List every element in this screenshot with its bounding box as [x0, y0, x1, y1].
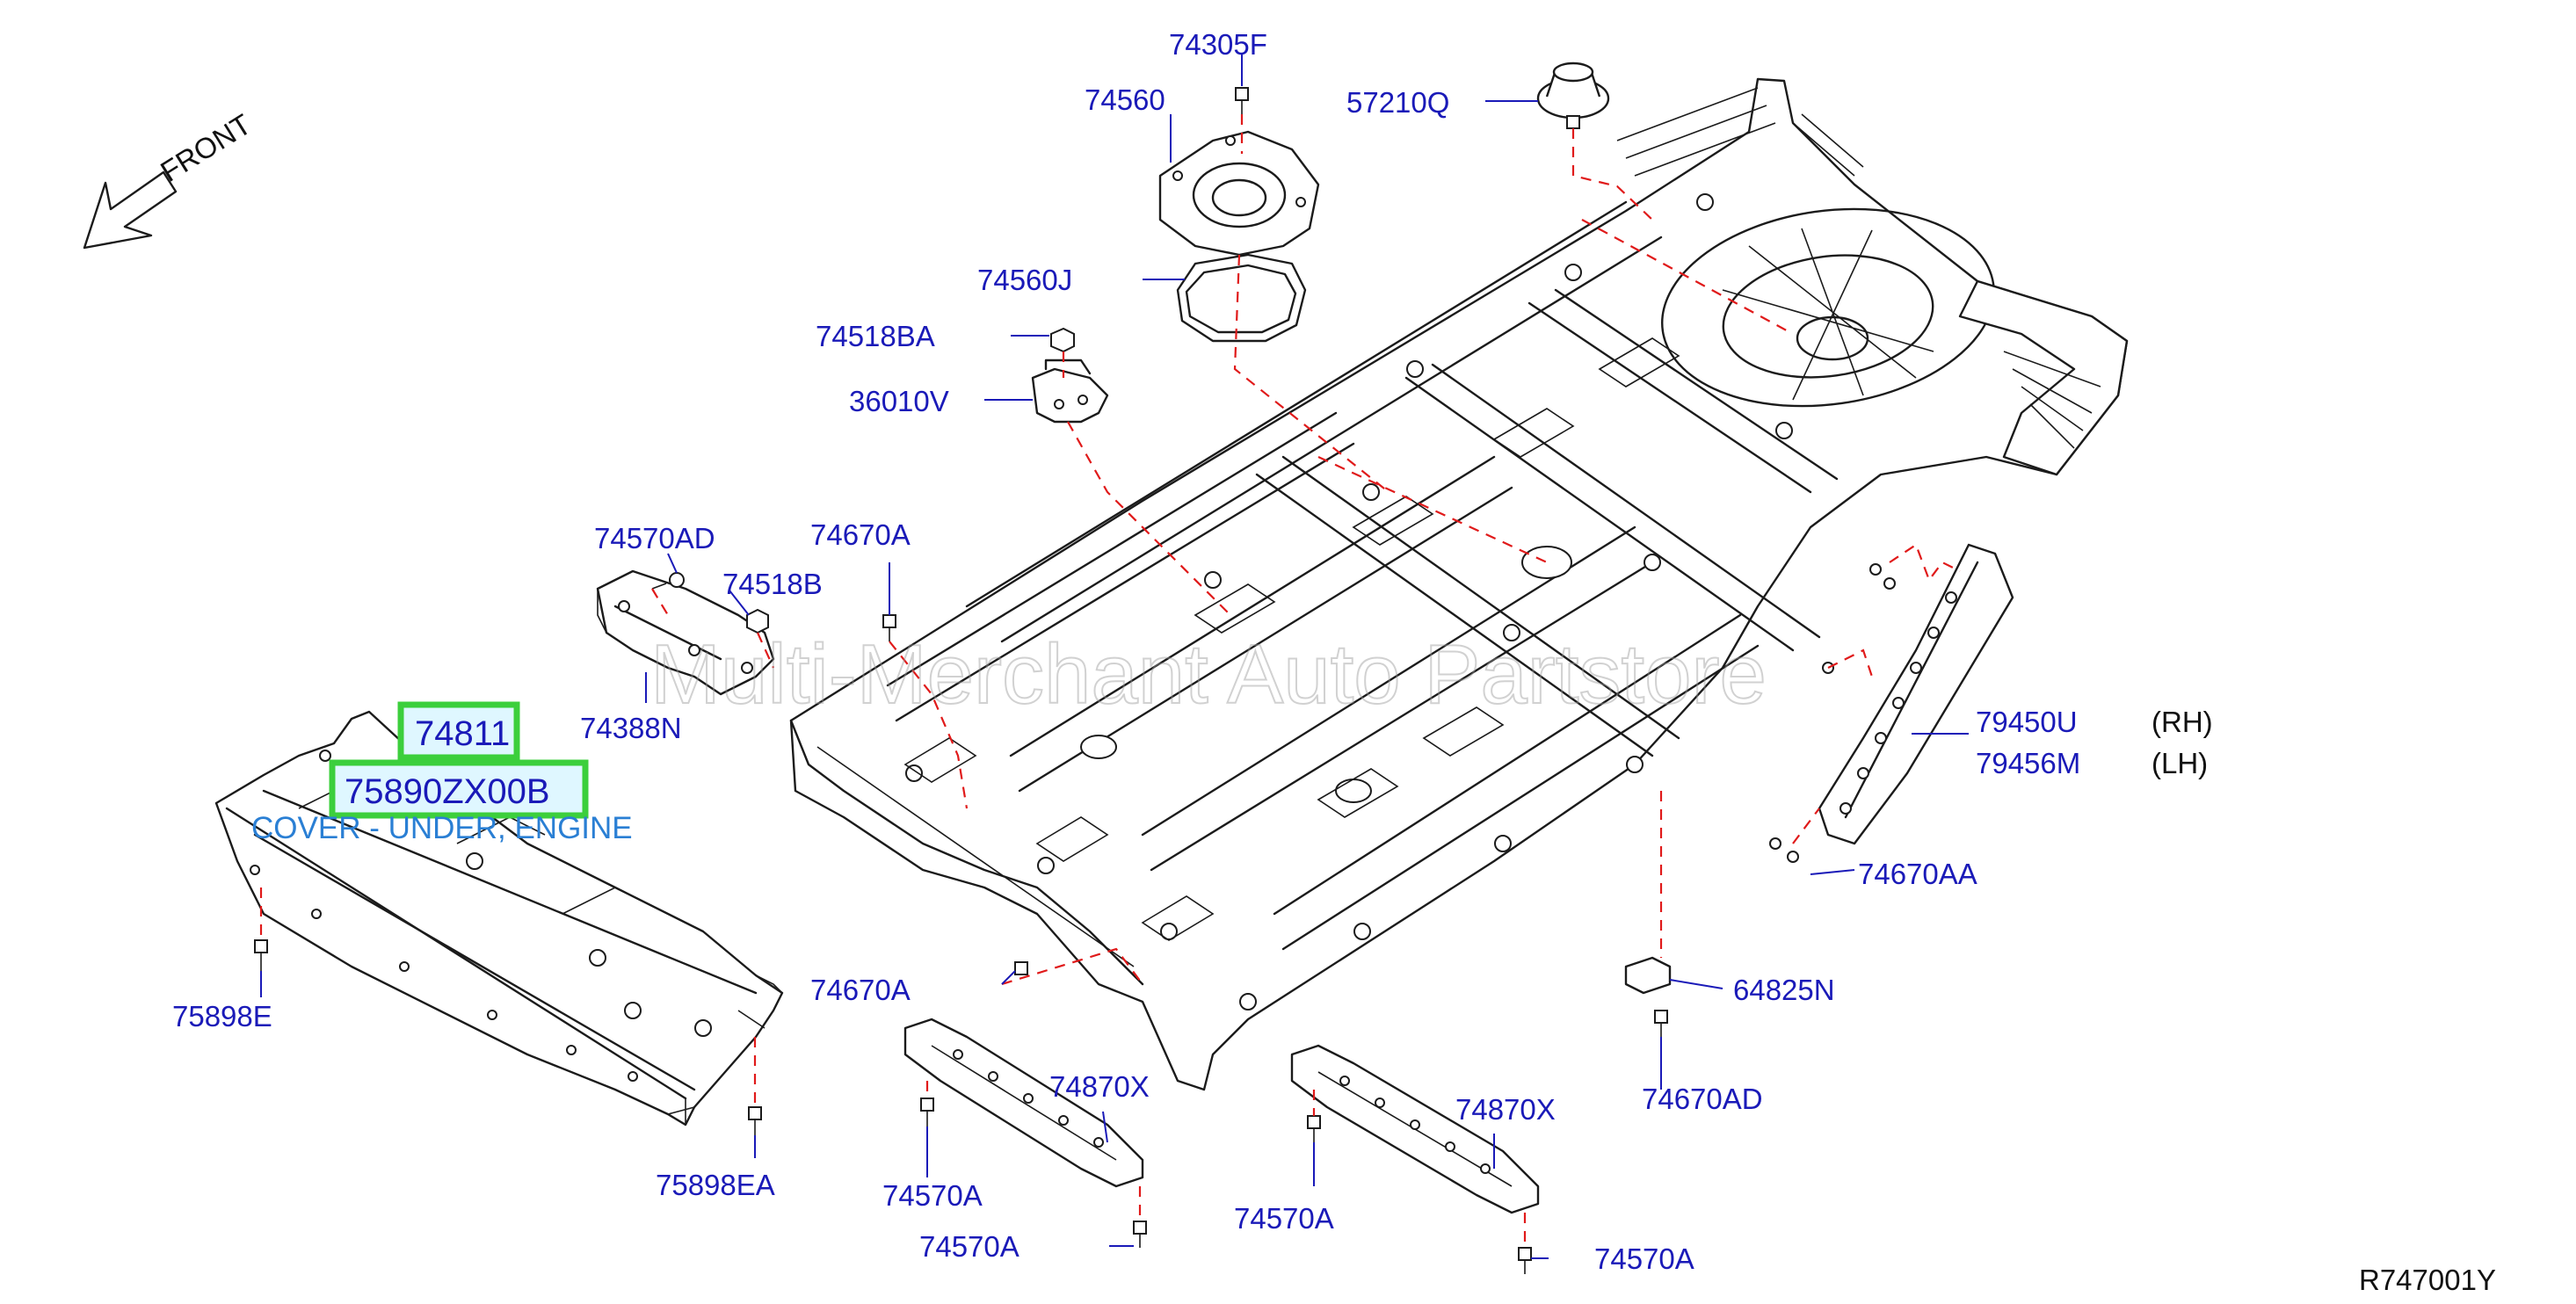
label-74388N[interactable]: 74388N	[580, 712, 682, 744]
label-74570A-3[interactable]: 74570A	[1234, 1202, 1334, 1235]
label-74670A-mid[interactable]: 74670A	[810, 974, 911, 1006]
label-64825N[interactable]: 64825N	[1733, 974, 1835, 1006]
part-79450U-side-member[interactable]	[1818, 543, 2014, 845]
watermark: Multi-Merchant Auto Partstore	[650, 627, 1767, 721]
bolt-74570A-4-icon	[1518, 1247, 1532, 1274]
diagram-code: R747001Y	[2359, 1264, 2496, 1296]
label-74811[interactable]: 74811	[415, 714, 510, 753]
part-74870X-right-bar[interactable]	[1290, 1044, 1540, 1214]
label-cover-under-engine: COVER - UNDER, ENGINE	[251, 811, 633, 845]
part-74560-plate[interactable]	[1158, 130, 1320, 257]
front-arrow-icon	[83, 170, 178, 250]
highlight-box-74811[interactable]	[397, 701, 520, 761]
label-75898E[interactable]: 75898E	[172, 1000, 272, 1032]
label-75890ZX00B[interactable]: 75890ZX00B	[345, 772, 550, 811]
bolt-74570A-3-icon	[1307, 1115, 1321, 1142]
bolt-75898EA-icon	[748, 1106, 762, 1135]
label-57210Q[interactable]: 57210Q	[1346, 86, 1449, 119]
label-36010V[interactable]: 36010V	[849, 385, 949, 417]
part-74305F-fastener-icon	[1235, 87, 1249, 114]
label-74305F[interactable]: 74305F	[1169, 28, 1267, 61]
bolt-74570A-1-icon	[920, 1098, 934, 1127]
front-label: FRONT	[155, 107, 257, 188]
label-74560[interactable]: 74560	[1085, 83, 1165, 116]
part-36010V-bracket[interactable]	[1031, 359, 1109, 424]
label-rh: (RH)	[2152, 706, 2213, 738]
label-79450U[interactable]: 79450U	[1976, 706, 2078, 738]
floor-panel[interactable]	[789, 77, 2129, 1091]
label-74870X-left[interactable]: 74870X	[1049, 1070, 1150, 1103]
label-74570A-2[interactable]: 74570A	[919, 1230, 1020, 1263]
label-74570AD[interactable]: 74570AD	[594, 522, 715, 554]
label-lh: (LH)	[2152, 747, 2208, 779]
part-64825N-bracket[interactable]	[1624, 956, 1672, 1037]
label-74670AD[interactable]: 74670AD	[1642, 1083, 1763, 1115]
part-74518BA-nut-icon	[1050, 327, 1075, 353]
bolt-75898E-icon	[254, 939, 268, 971]
part-74518B-nut-icon	[746, 608, 769, 634]
part-74870X-left-bar[interactable]	[903, 1018, 1144, 1188]
bolt-74570A-2-icon	[1133, 1221, 1147, 1248]
label-74518BA[interactable]: 74518BA	[816, 320, 935, 352]
label-74560J[interactable]: 74560J	[977, 264, 1072, 296]
assembly-lines	[259, 114, 1961, 1248]
part-74560J-seal[interactable]	[1176, 253, 1307, 343]
highlight-box-75890ZX00B[interactable]	[329, 759, 589, 819]
label-74570A-4[interactable]: 74570A	[1594, 1242, 1694, 1275]
label-74670AA[interactable]: 74670AA	[1858, 858, 1977, 890]
label-74670A-top[interactable]: 74670A	[810, 518, 911, 551]
part-57210Q-cap[interactable]	[1536, 62, 1610, 129]
label-79456M[interactable]: 79456M	[1976, 747, 2080, 779]
label-74870X-right[interactable]: 74870X	[1455, 1093, 1556, 1126]
label-74518B[interactable]: 74518B	[722, 568, 823, 600]
label-75898EA[interactable]: 75898EA	[656, 1169, 775, 1201]
label-74570A-1[interactable]: 74570A	[882, 1179, 983, 1212]
part-74388N-bracket[interactable]	[596, 569, 775, 696]
